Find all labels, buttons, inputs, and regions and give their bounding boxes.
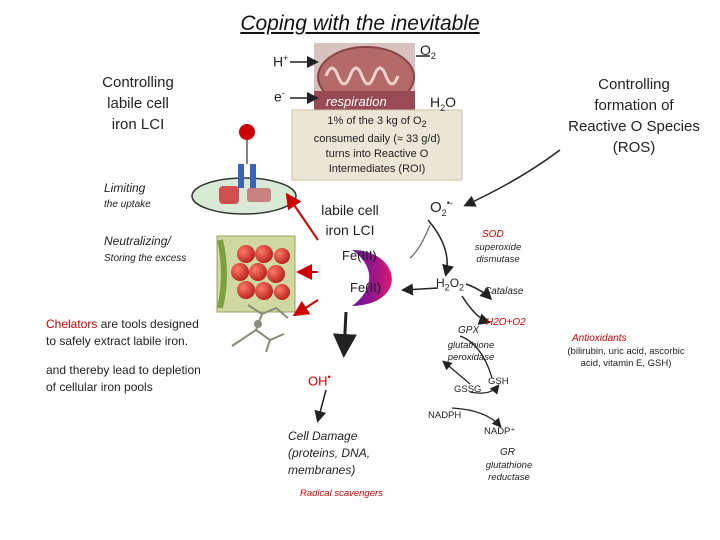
nadph-arc	[451, 407, 502, 428]
gpx-label: GPX	[458, 325, 480, 336]
o2-label: O2	[420, 42, 436, 61]
lci-center-label: labile cell iron LCI	[308, 200, 392, 240]
ros-heading-line: Controlling	[598, 76, 670, 93]
consumption-line4: Intermediates (ROI)	[328, 163, 426, 176]
fe-crescent	[352, 250, 392, 306]
cell-damage-text: Cell Damage (proteins, DNA, membranes)	[288, 428, 370, 479]
gsh-label: GSH	[488, 376, 509, 387]
lci-center-line: iron LCI	[325, 222, 375, 238]
respiration-label: respiration	[326, 94, 387, 109]
depletion-line2: of cellular iron pools	[46, 380, 153, 394]
antioxidants-detail-line: acid, vitamin E, GSH)	[580, 358, 672, 369]
antioxidants-detail-line: (bilirubin, uric acid, ascorbic	[567, 346, 685, 357]
depletion-text: and thereby lead to depletion of cellula…	[46, 362, 246, 396]
damage-line: (proteins, DNA,	[288, 446, 371, 460]
gr-arc	[469, 384, 500, 395]
depletion-line1: and thereby lead to depletion	[46, 363, 201, 377]
lci-heading-line: iron LCI	[111, 116, 165, 133]
gssg-arc	[442, 360, 471, 385]
water-oxygen-product: H2O+O2	[486, 317, 526, 328]
nadph-label: NADPH	[428, 410, 462, 421]
fe3-label: Fe(III)	[342, 248, 377, 263]
cell-uptake-image	[191, 124, 297, 215]
gr-name-line: reductase	[488, 472, 530, 483]
chelators-line1: Chelators are tools designed	[46, 316, 246, 333]
catalase-label: Catalase	[484, 286, 524, 297]
lci-center-line: labile cell	[321, 202, 379, 218]
h2o-label: H2O	[430, 94, 457, 113]
gssg-label: GSSG	[454, 384, 482, 395]
consumption-text: 1% of the 3 kg of O2 consumed daily (≈ 3…	[292, 114, 462, 177]
hydroxyl-radical-label: OH•	[308, 372, 331, 389]
damage-arrow	[314, 389, 327, 423]
chelators-word: Chelators	[46, 317, 98, 331]
h-plus-label: H+	[273, 53, 289, 70]
fe2-label: Fe(II)	[350, 280, 382, 295]
uptake-arrow	[285, 192, 319, 241]
h2o2-fe-arrow	[401, 283, 439, 296]
sod-label: SOD	[482, 229, 504, 240]
radical-scavengers-label: Radical scavengers	[300, 488, 383, 499]
superoxide-label: O2•-	[430, 198, 453, 218]
catalase-arrow	[465, 283, 493, 301]
ros-heading-line: Reactive O Species	[568, 118, 700, 135]
mitochondrion-image	[314, 43, 415, 111]
limiting-label: Limiting	[104, 181, 146, 195]
gpx-name-line: glutathione	[447, 340, 495, 351]
lci-heading-line: labile cell	[107, 95, 169, 112]
gpx-name: glutathione peroxidase	[436, 340, 506, 364]
chelator-molecule	[231, 304, 289, 353]
gr-name-line: glutathione	[485, 460, 533, 471]
ros-heading-line: (ROS)	[612, 139, 656, 156]
ros-heading-line: formation of	[594, 97, 674, 114]
gr-name: glutathione reductase	[476, 460, 542, 484]
ros-arrow	[463, 149, 561, 207]
ros-control-heading: Controlling formation of Reactive O Spec…	[556, 74, 712, 158]
antioxidants-detail: (bilirubin, uric acid, ascorbic acid, vi…	[538, 346, 714, 370]
chelators-rest: are tools designed	[97, 317, 199, 331]
gpx-arrow	[461, 295, 491, 325]
chelators-text: Chelators are tools designed to safely e…	[46, 316, 246, 350]
consumption-box	[291, 109, 463, 181]
e-minus-label: e-	[274, 88, 285, 105]
fenton-arrow	[332, 311, 357, 358]
page-title: Coping with the inevitable	[240, 12, 480, 35]
damage-line: Cell Damage	[288, 429, 358, 443]
sod-name: superoxide dismutase	[466, 242, 530, 266]
consumption-line3: turns into Reactive O	[325, 148, 429, 161]
lci-heading-line: Controlling	[102, 74, 174, 91]
chelators-line2: to safely extract labile iron.	[46, 334, 189, 348]
h2o2-label: H2O2	[436, 276, 465, 293]
sod-name-line: dismutase	[476, 254, 520, 265]
gr-label: GR	[500, 447, 515, 458]
gsh-arc	[459, 335, 493, 379]
nadp-label: NADP⁺	[484, 426, 516, 437]
uptake-label: the uptake	[104, 199, 151, 210]
sod-arrow	[427, 219, 454, 277]
antioxidants-label: Antioxidants	[572, 333, 627, 344]
storing-label: Storing the excess	[104, 253, 187, 264]
consumption-line1: 1% of the 3 kg of O2	[327, 115, 427, 130]
damage-line: membranes)	[288, 463, 356, 477]
consumption-line2: consumed daily (≈ 33 g/d)	[313, 133, 441, 146]
neutralizing-label: Neutralizing/	[104, 234, 171, 248]
lci-control-heading: Controlling labile cell iron LCI	[78, 72, 198, 135]
chelator-arrow	[292, 299, 319, 317]
sod-name-line: superoxide	[474, 242, 522, 253]
ferritin-storage-image	[216, 235, 296, 313]
gpx-name-line: peroxidase	[447, 352, 495, 363]
